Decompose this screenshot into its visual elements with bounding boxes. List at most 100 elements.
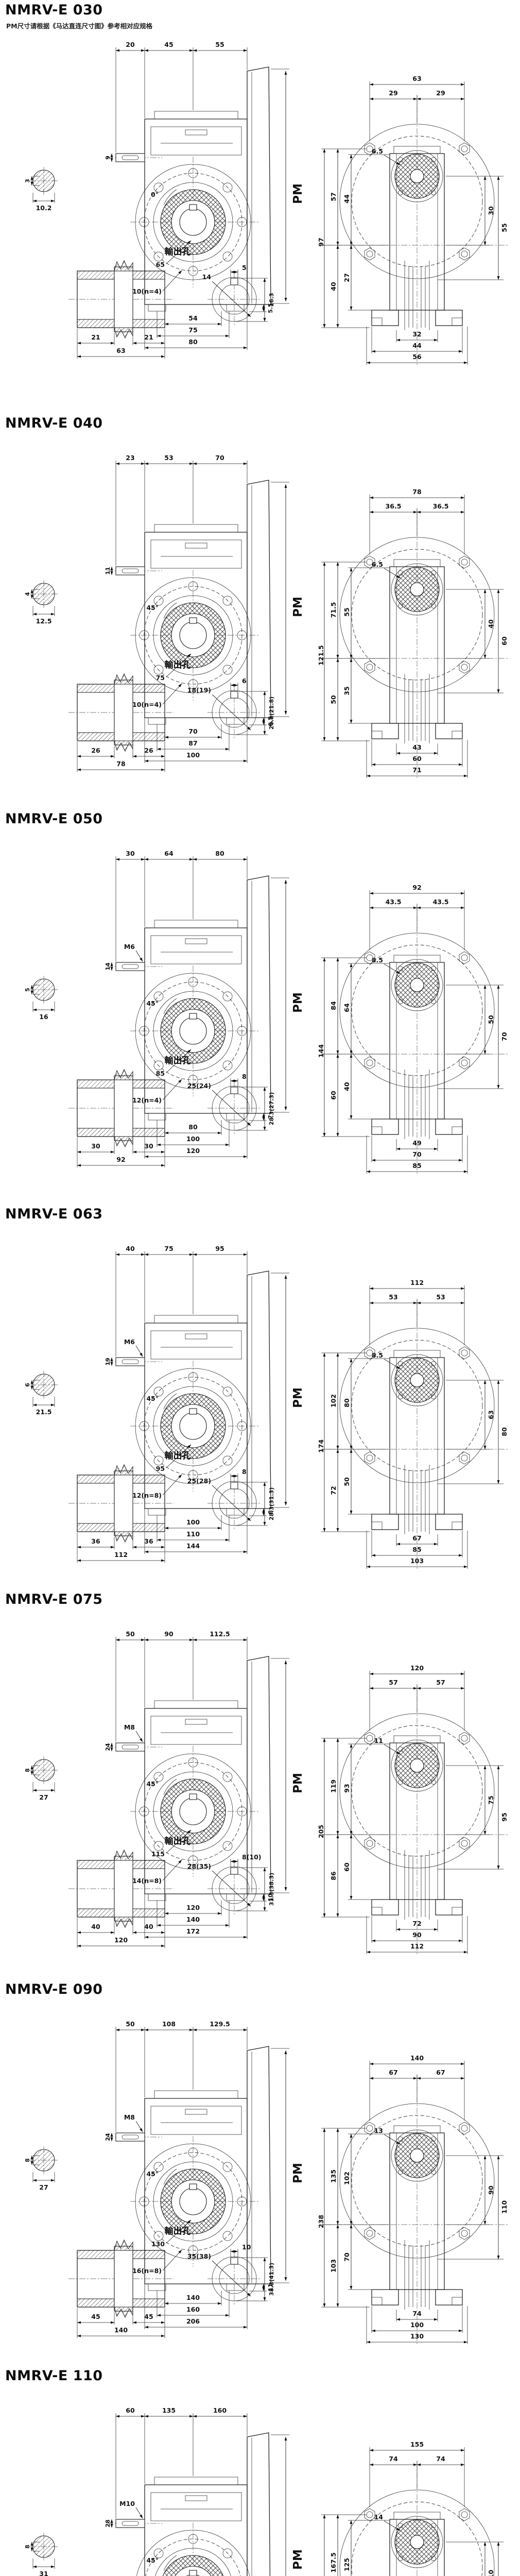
dim-label: 28.3(27.3): [268, 1092, 275, 1125]
output-detail: 輸出孔 26 26: [68, 659, 275, 772]
dim-label: 45: [91, 2313, 100, 2320]
shaft-tap-callout: M10: [119, 2500, 143, 2519]
front-view: 60 135 160 28 M10: [105, 2406, 305, 2576]
tap-label: M6: [124, 943, 135, 951]
pm-label: PM: [291, 2163, 305, 2183]
dim-label: 238: [317, 2215, 325, 2228]
dim-label: 90: [412, 1931, 422, 1939]
dim-label: 206: [186, 2317, 200, 2325]
dim-label: 80: [343, 1398, 351, 1408]
dim-label: 67: [389, 2069, 397, 2076]
dim-label: 172: [186, 1927, 200, 1935]
dim-label: 36: [144, 1537, 153, 1545]
dim-label: 78: [116, 760, 125, 768]
dim-label: 40: [487, 619, 495, 629]
dim-label: 63: [412, 75, 421, 82]
model-title: NMRV-E 075: [5, 1591, 103, 1607]
shaft-tap-callout: M6: [124, 1338, 143, 1357]
dim-label: 57: [330, 192, 337, 201]
dim-label: 135: [162, 2406, 176, 2414]
dim-label: 71: [412, 766, 421, 774]
dimension-drawing: 8 27 50 108 129.5: [24, 2020, 509, 2344]
model-title: NMRV-E 040: [5, 415, 103, 431]
dim-label: 74: [412, 2310, 422, 2317]
hole-dia-label: 6.5: [372, 147, 383, 155]
dim-label: 8(10): [242, 1853, 262, 1861]
tap-label: M8: [124, 1723, 135, 1731]
dim-label: 44: [343, 194, 351, 204]
output-hole-label: 輸出孔: [165, 246, 191, 257]
dim-label: 16.3: [268, 293, 275, 307]
dim-label: 103: [410, 1557, 424, 1565]
pm-label: PM: [291, 992, 305, 1013]
model-subtitle: PM尺寸请根据《马达直连尺寸图》参考相对应规格: [6, 22, 153, 30]
dim-label: 12.5: [36, 617, 52, 625]
dim-label: 40: [91, 1923, 100, 1930]
output-hole-label: 輸出孔: [165, 1836, 191, 1846]
tap-label: M8: [124, 2113, 135, 2121]
dim-label: 26: [91, 747, 100, 754]
dim-label: 140: [114, 2326, 128, 2334]
dim-label: 32: [412, 330, 421, 338]
dim-label: 60: [126, 2406, 135, 2414]
dim-label: 29: [436, 89, 445, 97]
dim-label: 49: [412, 1139, 421, 1147]
dim-label: 75: [188, 326, 197, 334]
dim-label: 63: [487, 1410, 495, 1419]
shaft-tap-callout: M6: [124, 943, 143, 962]
dim-label: 55: [500, 223, 508, 232]
dim-label: 5.5: [267, 303, 274, 313]
dim-label: 92: [116, 1156, 125, 1163]
dim-label: 86: [330, 1871, 337, 1880]
dim-label: 85: [412, 1162, 421, 1170]
dim-label: 90: [164, 1630, 174, 1638]
input-key-detail: 8 31: [24, 2533, 58, 2576]
bore-dia-label: 35(38): [187, 2252, 211, 2260]
hole-dia-label: 13: [374, 2127, 383, 2134]
hole-dia-label: 8.5: [372, 956, 383, 964]
dim-label: 120: [186, 1904, 200, 1911]
dim-label: 8: [24, 2158, 31, 2162]
dim-label: 45: [144, 2313, 153, 2320]
dim-label: 160: [186, 2306, 200, 2313]
dim-label: 95: [500, 1812, 508, 1821]
dimension-drawing: 8 31 60 135 160: [24, 2406, 504, 2576]
dim-label: 10: [267, 1893, 274, 1902]
dim-label: 140: [410, 2054, 424, 2062]
dim-label: 8: [24, 2545, 31, 2549]
input-key-detail: 4 12.5: [24, 580, 58, 625]
dim-label: 9: [105, 156, 111, 160]
bore-dia-label: 25(28): [187, 1477, 211, 1485]
output-hub-section: 45 45 140: [68, 2239, 174, 2338]
dim-label: 70: [215, 454, 224, 462]
side-view: 13 140 67 67 238: [317, 2054, 509, 2344]
dimension-drawing: 3 10.2 20 45 55: [24, 41, 509, 365]
dim-label: 3: [24, 179, 31, 183]
output-hole-label: 輸出孔: [165, 659, 191, 670]
side-view: 14 155 74 74 295: [321, 2441, 504, 2576]
dim-label: 4: [24, 592, 31, 596]
dim-label: 160: [213, 2406, 227, 2414]
dim-label: 80: [188, 1123, 198, 1131]
hole-dia-label: 6.5: [372, 561, 383, 568]
dim-label: 97: [317, 238, 325, 246]
dim-label: 50: [126, 2020, 135, 2028]
dim-label: 36: [91, 1537, 100, 1545]
dim-label: 80: [500, 1427, 508, 1436]
dim-label: 110: [487, 2570, 495, 2576]
dim-label: 112.5: [210, 1630, 230, 1638]
dim-label: 92: [412, 884, 421, 891]
gearbox-section: NMRV-E 063 6 21.5: [0, 1204, 520, 1588]
flange-dia-label: 85: [156, 1070, 165, 1077]
front-view: 40 75 95 19 M6: [105, 1245, 305, 1554]
angle-label: 45°: [146, 1395, 159, 1402]
dim-label: 30: [144, 1142, 153, 1150]
dim-label: 27: [39, 2183, 48, 2191]
front-view: 50 90 112.5 24 M8: [105, 1630, 305, 1939]
flange-dia-label: 95: [156, 1465, 165, 1472]
bore-dia-label: 18(19): [187, 686, 211, 694]
dim-label: 31.3(38.3): [268, 1873, 275, 1906]
dim-label: 50: [126, 1630, 135, 1638]
gearbox-section: NMRV-E 110 8 31: [0, 2366, 520, 2576]
dim-label: 10.2: [36, 204, 52, 212]
